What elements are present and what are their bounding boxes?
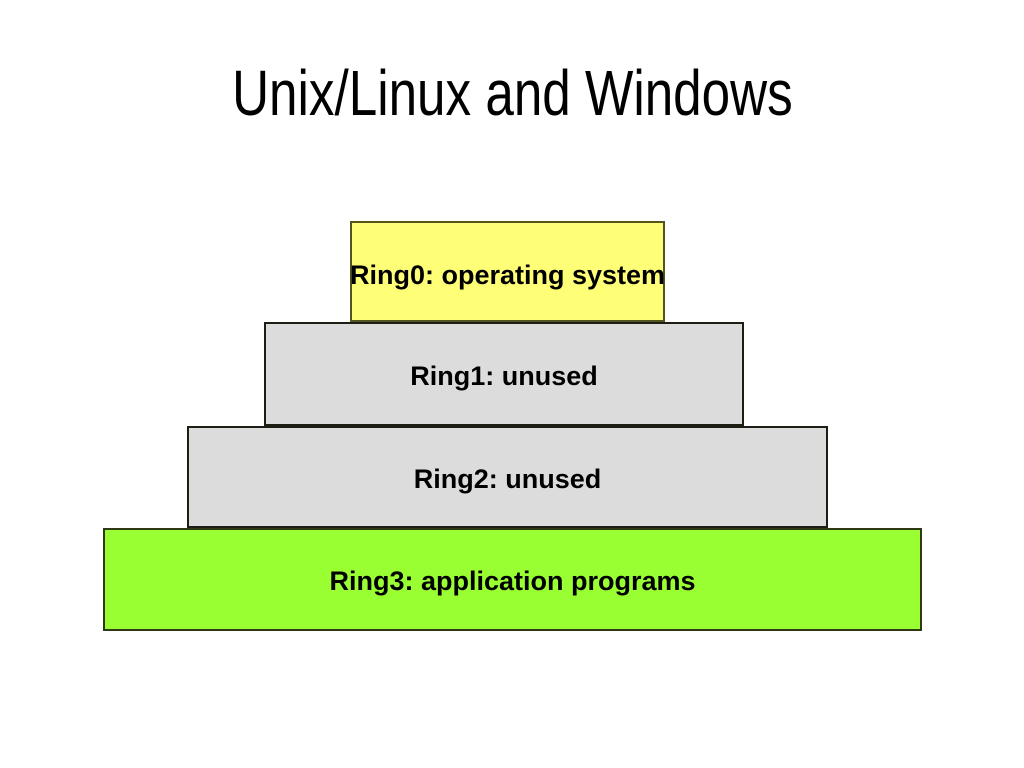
- pyramid-level-ring2-label: Ring2: unused: [413, 463, 602, 494]
- page-title: Unix/Linux and Windows: [0, 56, 1024, 130]
- pyramid-level-ring2: Ring2: unused: [187, 426, 828, 528]
- pyramid-level-ring0: Ring0: operating system: [350, 221, 665, 322]
- pyramid-level-ring1-label: Ring1: unused: [410, 360, 598, 391]
- pyramid-level-ring1: Ring1: unused: [264, 322, 744, 426]
- pyramid-level-ring3-label: Ring3: application programs: [329, 566, 696, 596]
- page-title-text: Unix/Linux and Windows: [231, 57, 793, 129]
- pyramid-level-ring0-label: Ring0: operating system: [349, 260, 666, 290]
- pyramid-level-ring3: Ring3: application programs: [103, 528, 922, 631]
